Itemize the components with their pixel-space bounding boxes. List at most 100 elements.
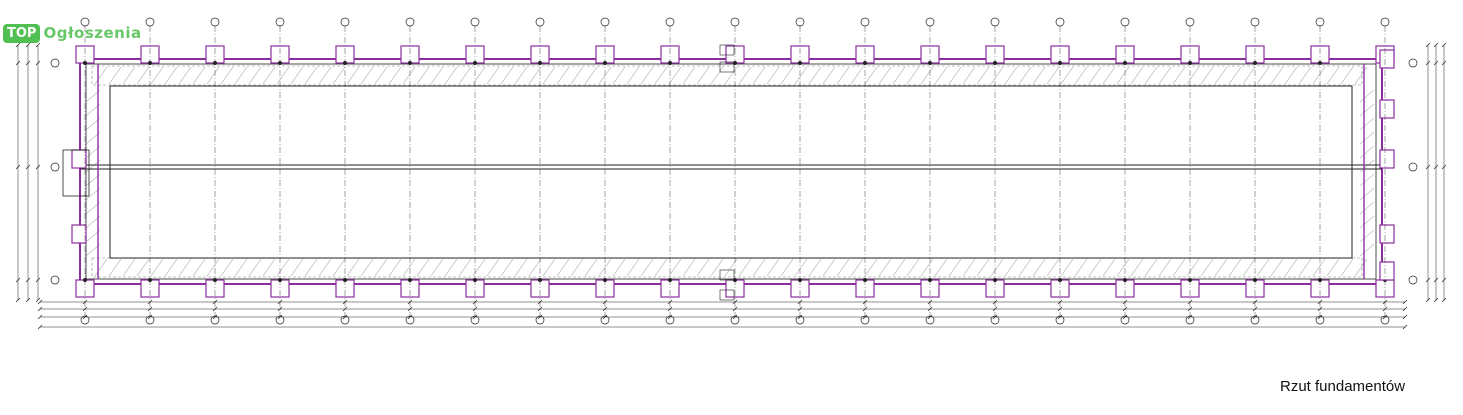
dimension-tick — [407, 306, 413, 312]
dimension-tick — [1433, 42, 1439, 48]
watermark-word: Ogłoszenia — [43, 24, 142, 42]
dimension-tick — [1402, 299, 1408, 305]
hatch-stroke — [1326, 258, 1340, 277]
dimension-tick — [277, 314, 283, 320]
hatch-stroke — [1359, 173, 1375, 187]
dimension-tick — [1122, 314, 1128, 320]
hatch-stroke — [1032, 258, 1046, 277]
hatch-stroke — [192, 258, 206, 277]
hatch-stroke — [150, 258, 164, 277]
hatch-stroke — [528, 66, 542, 85]
dimension-lines — [15, 42, 1447, 330]
hatch-stroke — [724, 66, 738, 85]
dimension-tick — [1425, 277, 1431, 283]
dimension-tick — [15, 277, 21, 283]
hatch-stroke — [1200, 66, 1214, 85]
hatch-stroke — [1004, 258, 1018, 277]
hatch-stroke — [542, 66, 556, 85]
hatch-stroke — [836, 66, 850, 85]
hatch-stroke — [850, 258, 864, 277]
dimension-tick — [862, 306, 868, 312]
axis-bubble-bottom — [730, 315, 740, 325]
hatch-stroke — [612, 66, 626, 85]
hatch-stroke — [192, 66, 206, 85]
hatch-stroke — [948, 258, 962, 277]
dimension-tick — [862, 299, 868, 305]
hatch-stroke — [444, 258, 458, 277]
watermark-logo: TOP Ogłoszenia — [3, 22, 142, 44]
dimension-tick — [1433, 164, 1439, 170]
hatch-stroke — [206, 258, 220, 277]
axis-bubble-top — [1055, 17, 1065, 27]
dimension-tick — [82, 314, 88, 320]
hatch-stroke — [290, 66, 304, 85]
axis-bubble-bottom — [990, 315, 1000, 325]
axis-bubble-bottom — [1380, 315, 1390, 325]
hatch-stroke — [626, 66, 640, 85]
gable-footing — [1379, 149, 1395, 169]
hatch-stroke — [682, 66, 696, 85]
axis-bubble-top — [340, 17, 350, 27]
hatch-stroke — [542, 258, 556, 277]
hatch-stroke — [304, 258, 318, 277]
hatch-stroke — [1340, 66, 1354, 85]
drawing-caption: Rzut fundamentów — [1280, 378, 1406, 395]
hatch-stroke — [1018, 258, 1032, 277]
axis-bubble-bottom — [275, 315, 285, 325]
hatch-stroke — [1158, 66, 1172, 85]
dimension-tick — [342, 306, 348, 312]
dimension-tick — [25, 297, 31, 303]
hatch-stroke — [360, 258, 374, 277]
column-footings — [62, 45, 1395, 298]
dimension-tick — [1402, 314, 1408, 320]
dimension-tick — [927, 306, 933, 312]
hatch-stroke — [1359, 243, 1375, 257]
hatch-stroke — [458, 66, 472, 85]
axis-bubble-top — [1120, 17, 1130, 27]
gable-footing — [71, 224, 87, 244]
hatch-stroke — [752, 66, 766, 85]
hatch-stroke — [1144, 66, 1158, 85]
hatch-stroke — [1298, 66, 1312, 85]
hatch-stroke — [1158, 258, 1172, 277]
hatch-stroke — [990, 258, 1004, 277]
hatch-stroke — [318, 66, 332, 85]
floor-slab — [109, 85, 1353, 259]
hatch-stroke — [990, 66, 1004, 85]
dimension-tick — [37, 324, 43, 330]
section-mark — [719, 61, 735, 73]
hatch-stroke — [976, 258, 990, 277]
hatch-stroke — [374, 66, 388, 85]
hatch-stroke — [94, 66, 108, 85]
axis-bubble-bottom — [210, 315, 220, 325]
hatch-stroke — [164, 258, 178, 277]
row-axis-bubble-left — [50, 162, 60, 172]
building-outline — [79, 58, 1383, 285]
hatch-stroke — [1214, 66, 1228, 85]
dimension-tick — [1382, 306, 1388, 312]
hatch-stroke — [1242, 66, 1256, 85]
row-axis-bubble-right — [1408, 58, 1418, 68]
hatch-stroke — [1359, 117, 1375, 131]
hatch-stroke — [220, 258, 234, 277]
dimension-tick — [1441, 297, 1447, 303]
hatch-stroke — [1144, 258, 1158, 277]
dimension-tick — [1382, 314, 1388, 320]
hatch-stroke — [528, 258, 542, 277]
dimension-tick — [37, 314, 43, 320]
hatch-stroke — [1102, 258, 1116, 277]
hatch-stroke — [892, 258, 906, 277]
hatch-stroke — [1046, 258, 1060, 277]
dimension-tick — [212, 314, 218, 320]
dimension-tick — [277, 299, 283, 305]
hatch-stroke — [220, 66, 234, 85]
hatch-stroke — [514, 66, 528, 85]
dimension-tick — [1187, 299, 1193, 305]
dimension-tick — [1057, 314, 1063, 320]
hatch-stroke — [486, 258, 500, 277]
dimension-tick — [1122, 306, 1128, 312]
hatch-stroke — [1228, 66, 1242, 85]
dimension-tick — [1425, 297, 1431, 303]
dimension-tick — [25, 60, 31, 66]
axis-bubble-bottom — [600, 315, 610, 325]
